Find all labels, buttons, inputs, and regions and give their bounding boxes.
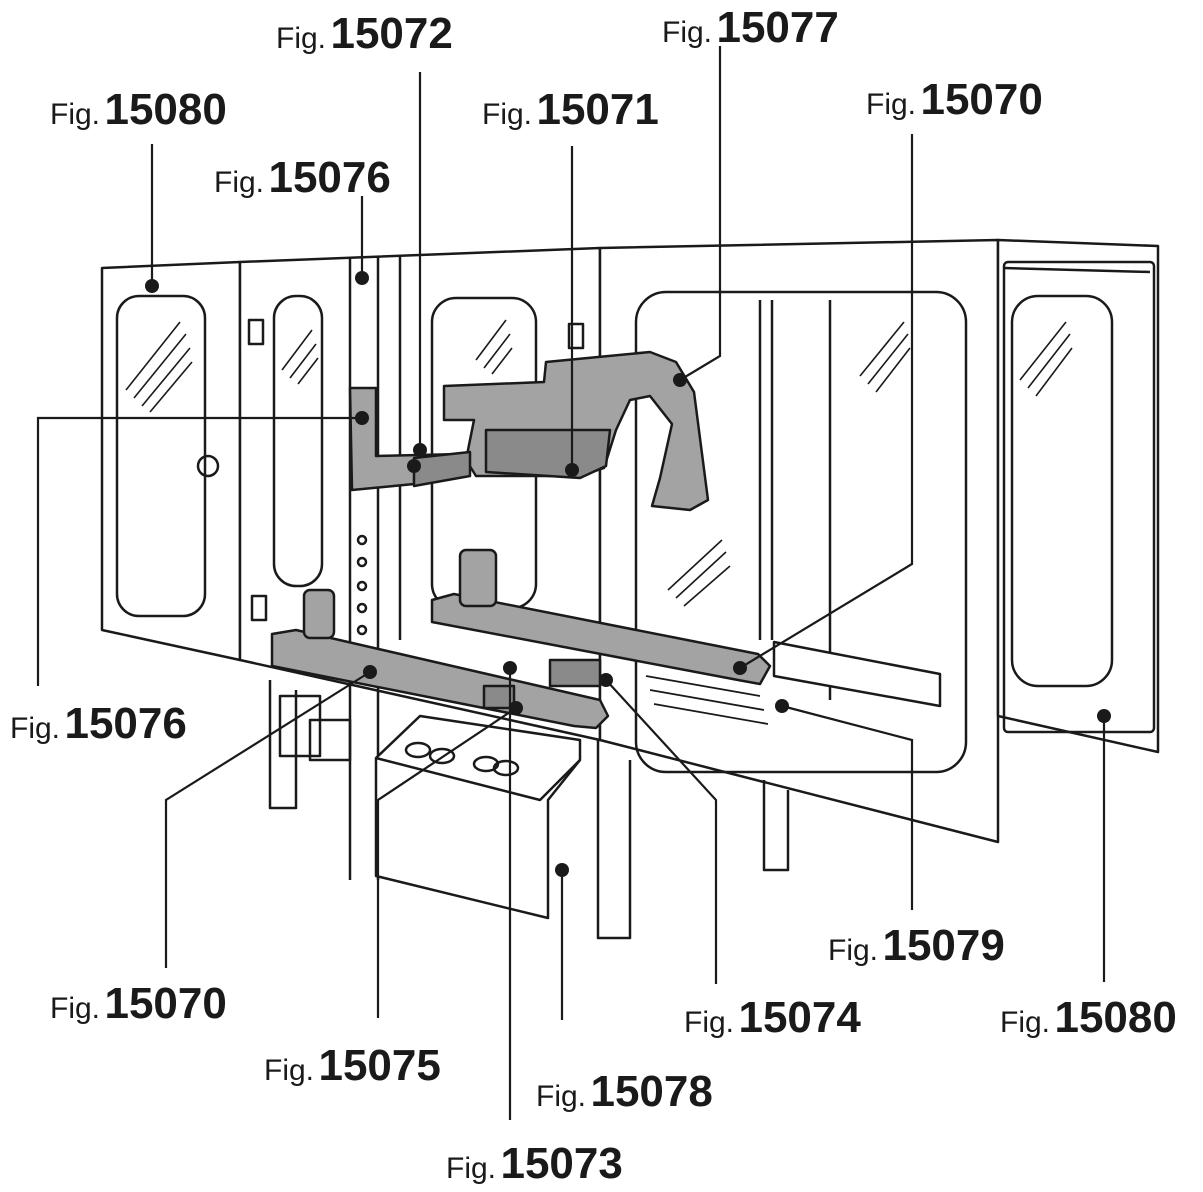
callout-15073: Fig. 15073 xyxy=(446,1139,623,1188)
leader-15077 xyxy=(679,46,722,381)
callout-15070-bottom: Fig. 15070 xyxy=(50,979,227,1028)
right-door-window xyxy=(634,290,968,774)
callout-15078: Fig. 15078 xyxy=(536,1067,713,1116)
cylinder-lower xyxy=(302,588,336,640)
dot-15080-top xyxy=(145,279,159,293)
leader-15070-bottom xyxy=(164,671,371,968)
beam-upper xyxy=(430,592,772,686)
leg-mid xyxy=(596,740,632,940)
dot-15074 xyxy=(599,673,613,687)
leg-left xyxy=(268,680,298,810)
callout-15076-left: Fig. 15076 xyxy=(10,699,187,748)
dot-15078 xyxy=(555,863,569,877)
callout-15080-bottom: Fig. 15080 xyxy=(1000,993,1177,1042)
dot-15079 xyxy=(775,699,789,713)
bracket-15071 xyxy=(484,428,612,480)
callout-15070-top: Fig. 15070 xyxy=(866,75,1043,124)
left-door-panel xyxy=(100,260,242,662)
leader-15079 xyxy=(781,704,914,910)
leader-15074 xyxy=(605,679,718,984)
cylinder-upper xyxy=(458,548,498,608)
callout-15075: Fig. 15075 xyxy=(264,1041,441,1090)
dot-15075 xyxy=(509,701,523,715)
callout-15077: Fig. 15077 xyxy=(662,3,839,52)
leader-15075 xyxy=(376,707,517,1018)
dot-15080-bottom xyxy=(1097,709,1111,723)
dot-15071 xyxy=(565,463,579,477)
leg-right xyxy=(762,780,790,872)
callout-15079: Fig. 15079 xyxy=(828,921,1005,970)
dot-15077 xyxy=(673,373,687,387)
callout-15072: Fig. 15072 xyxy=(276,9,453,58)
dot-15076-top xyxy=(355,271,369,285)
callout-15074: Fig. 15074 xyxy=(684,993,861,1042)
callout-15076-top: Fig. 15076 xyxy=(214,153,391,202)
dot-15070-bottom xyxy=(363,665,377,679)
dot-15073 xyxy=(503,661,517,675)
leader-15076-left xyxy=(36,416,362,686)
dot-15072 xyxy=(413,443,427,457)
leader-15070-top xyxy=(739,134,914,669)
dot-15070-top xyxy=(733,661,747,675)
rail xyxy=(772,640,942,708)
right-door-panel xyxy=(598,238,1000,844)
dot-15076-left xyxy=(355,411,369,425)
plate-15072 xyxy=(412,450,472,488)
callout-15080-top: Fig. 15080 xyxy=(50,85,227,134)
dot-15076-b xyxy=(407,459,421,473)
callout-15071: Fig. 15071 xyxy=(482,85,659,134)
far-right-panel xyxy=(996,238,1160,754)
beam-lower xyxy=(270,628,610,730)
